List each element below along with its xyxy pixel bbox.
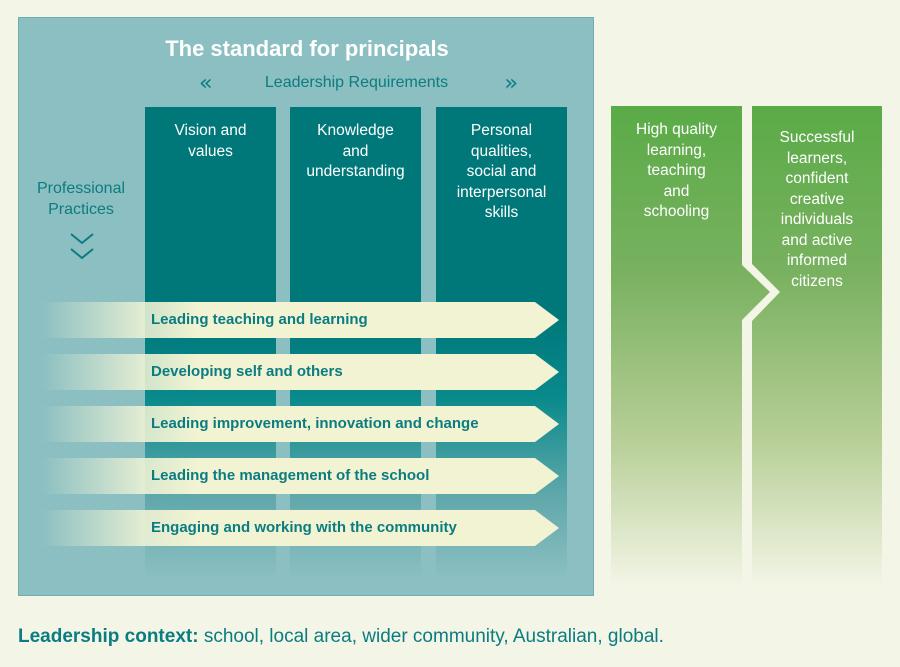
standard-panel: The standard for principals ‹‹ Leadershi…: [18, 17, 594, 596]
requirement-column-personal: Personal qualities, social and interpers…: [436, 107, 567, 578]
chevron-down-double-icon: [70, 233, 94, 260]
practice-label: Leading teaching and learning: [151, 311, 368, 328]
requirement-label: Vision and values: [174, 122, 247, 160]
requirement-column-vision: Vision and values: [145, 107, 276, 578]
practice-arrow: Leading the management of the school: [41, 458, 559, 494]
outcome-label: High quality learning, teaching and scho…: [636, 121, 717, 220]
practice-label: Leading the management of the school: [151, 467, 430, 484]
leadership-requirements-label: Leadership Requirements: [264, 74, 449, 91]
leadership-requirements-header: ‹‹ Leadership Requirements ››: [199, 68, 518, 98]
chevron-right-double-icon: ››: [504, 70, 517, 96]
practice-arrow: Leading improvement, innovation and chan…: [41, 406, 559, 442]
outcome-learners: Successful learners, confident creative …: [752, 106, 882, 586]
practice-label: Leading improvement, innovation and chan…: [151, 415, 479, 432]
requirement-label: Personal qualities, social and interpers…: [456, 122, 547, 221]
outcome-label: Successful learners, confident creative …: [779, 129, 855, 290]
leadership-context-text: school, local area, wider community, Aus…: [198, 626, 664, 647]
leadership-context-label: Leadership context:: [18, 626, 199, 647]
outcome-teaching: High quality learning, teaching and scho…: [611, 106, 742, 586]
professional-practices-label: Professional Practices: [36, 180, 126, 218]
chevron-left-double-icon: ‹‹: [199, 70, 212, 96]
leadership-context: Leadership context: school, local area, …: [18, 626, 664, 648]
requirement-column-knowledge: Knowledge and understanding: [290, 107, 421, 578]
practice-arrow: Developing self and others: [41, 354, 559, 390]
diagram-title: The standard for principals: [165, 36, 449, 61]
requirement-label: Knowledge and understanding: [306, 122, 405, 180]
practice-arrow: Engaging and working with the community: [41, 510, 559, 546]
practice-arrow: Leading teaching and learning: [41, 302, 559, 338]
practice-label: Engaging and working with the community: [151, 519, 457, 536]
practice-label: Developing self and others: [151, 363, 343, 380]
